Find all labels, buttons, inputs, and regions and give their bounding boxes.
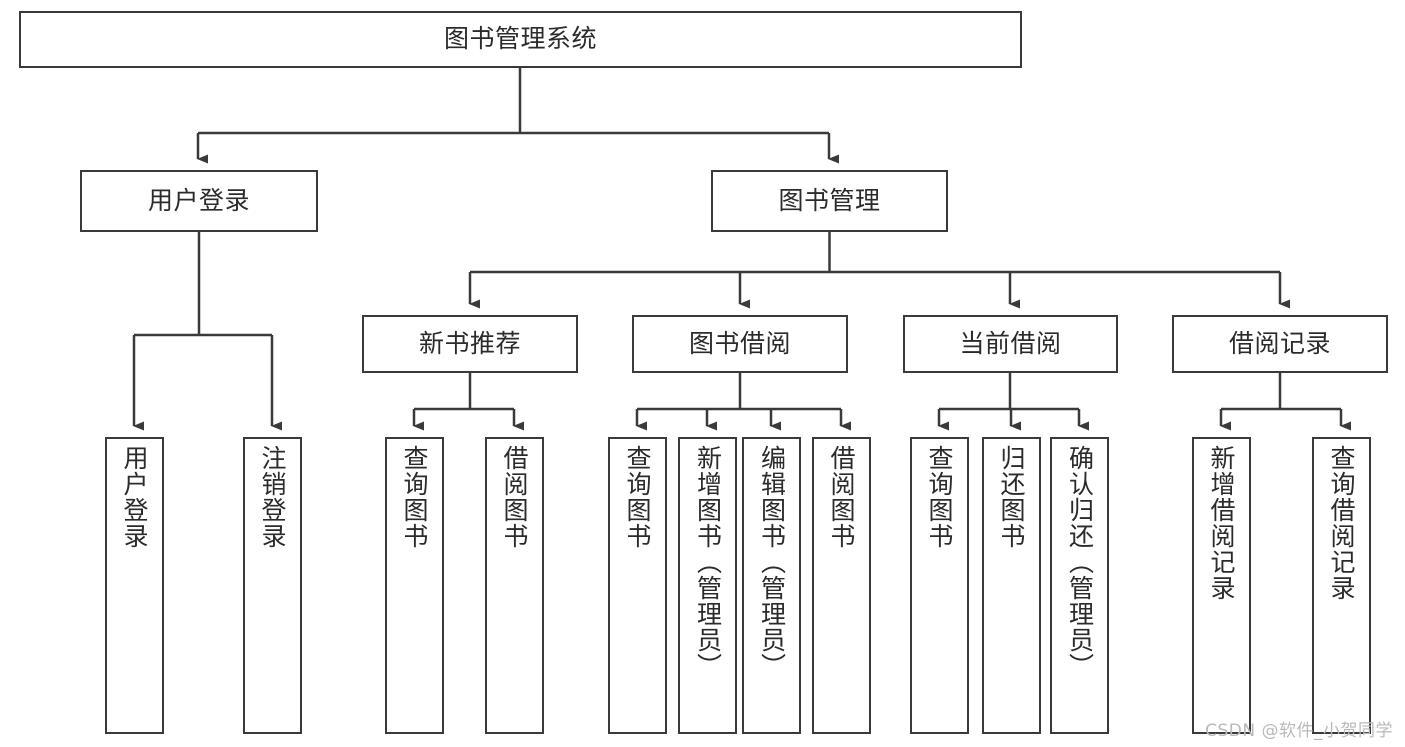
node-leaf-user-logout-label: 注销登录 <box>258 445 287 549</box>
node-leaf-borrow-lend-book-label: 借阅图书 <box>827 445 856 549</box>
node-book-manage[interactable]: 图书管理 <box>711 170 948 232</box>
node-book-manage-label: 图书管理 <box>778 185 881 215</box>
node-leaf-cur-confirm-return-label: 确认归还（管理员） <box>1065 445 1095 679</box>
node-book-borrow-label: 图书借阅 <box>688 328 791 358</box>
node-leaf-rec-query-book[interactable]: 查询图书 <box>385 437 444 734</box>
node-leaf-rec-query-record-label: 查询借阅记录 <box>1327 445 1356 601</box>
node-leaf-rec-query-record[interactable]: 查询借阅记录 <box>1312 437 1371 734</box>
node-leaf-borrow-edit-book[interactable]: 编辑图书（管理员） <box>742 437 801 734</box>
node-user-login-label: 用户登录 <box>147 185 250 215</box>
node-leaf-cur-return-book-label: 归还图书 <box>997 445 1026 549</box>
node-leaf-borrow-add-book[interactable]: 新增图书（管理员） <box>678 437 737 734</box>
node-borrow-record-label: 借阅记录 <box>1228 328 1331 358</box>
node-leaf-borrow-lend-book[interactable]: 借阅图书 <box>812 437 871 734</box>
node-leaf-rec-borrow-book-label: 借阅图书 <box>500 445 529 549</box>
node-leaf-cur-confirm-return[interactable]: 确认归还（管理员） <box>1050 437 1109 734</box>
node-new-book-rec[interactable]: 新书推荐 <box>362 315 578 373</box>
node-leaf-borrow-query-book-label: 查询图书 <box>623 445 652 549</box>
node-leaf-borrow-add-book-label: 新增图书（管理员） <box>693 445 723 679</box>
node-leaf-borrow-query-book[interactable]: 查询图书 <box>608 437 667 734</box>
node-leaf-user-login[interactable]: 用户登录 <box>105 437 164 734</box>
node-new-book-rec-label: 新书推荐 <box>418 328 521 358</box>
node-book-borrow[interactable]: 图书借阅 <box>632 315 848 373</box>
node-leaf-rec-add-record[interactable]: 新增借阅记录 <box>1192 437 1251 734</box>
node-leaf-user-login-label: 用户登录 <box>120 445 149 549</box>
node-leaf-borrow-edit-book-label: 编辑图书（管理员） <box>757 445 787 679</box>
node-root-label: 图书管理系统 <box>443 24 597 54</box>
node-leaf-cur-return-book[interactable]: 归还图书 <box>982 437 1041 734</box>
node-leaf-cur-query-book[interactable]: 查询图书 <box>910 437 969 734</box>
node-leaf-rec-query-book-label: 查询图书 <box>400 445 429 549</box>
node-leaf-user-logout[interactable]: 注销登录 <box>243 437 302 734</box>
node-root[interactable]: 图书管理系统 <box>19 11 1022 68</box>
node-current-borrow-label: 当前借阅 <box>959 328 1062 358</box>
node-current-borrow[interactable]: 当前借阅 <box>903 315 1118 373</box>
node-leaf-rec-add-record-label: 新增借阅记录 <box>1207 445 1236 601</box>
csdn-watermark: CSDN @软件_小贺同学 <box>1205 721 1393 741</box>
node-user-login[interactable]: 用户登录 <box>80 170 318 232</box>
node-leaf-rec-borrow-book[interactable]: 借阅图书 <box>485 437 544 734</box>
node-borrow-record[interactable]: 借阅记录 <box>1172 315 1388 373</box>
node-leaf-cur-query-book-label: 查询图书 <box>925 445 954 549</box>
